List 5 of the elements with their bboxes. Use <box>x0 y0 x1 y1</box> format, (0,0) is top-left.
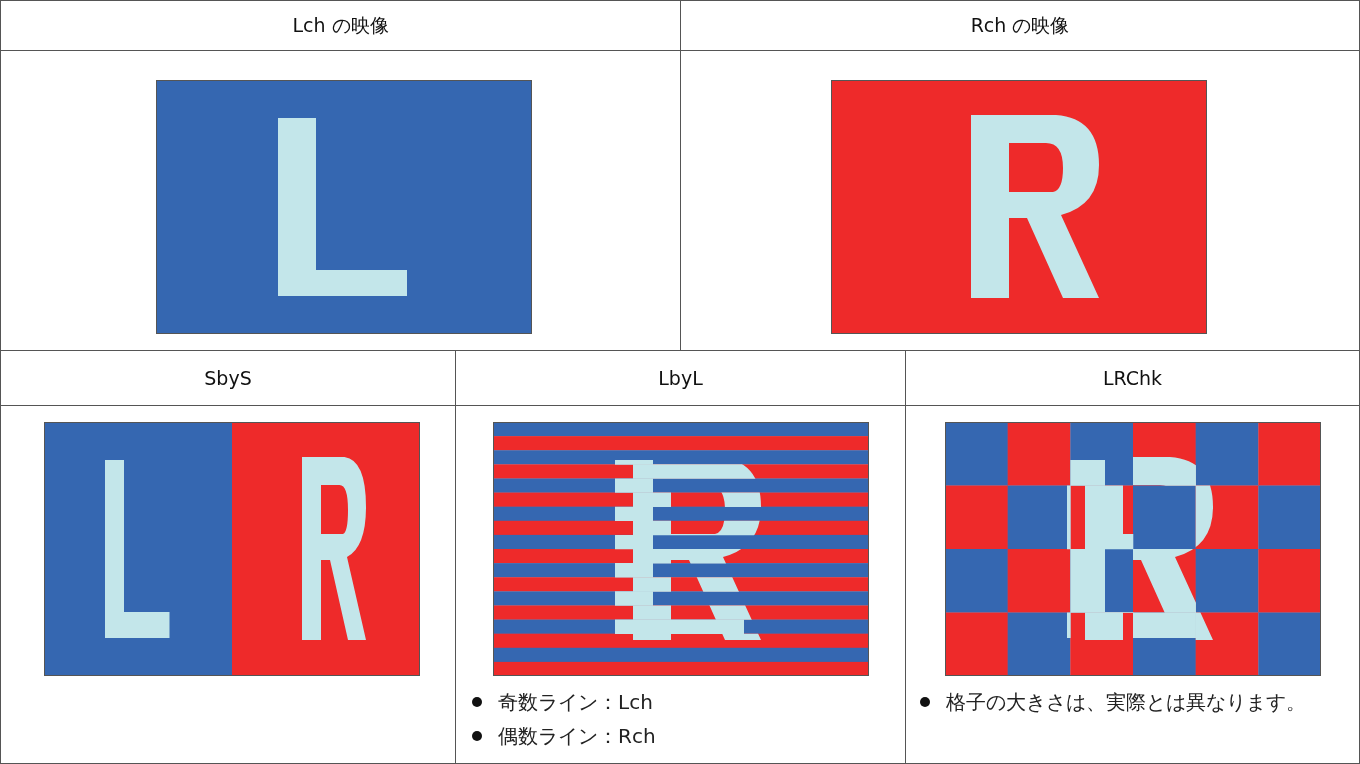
note-text: 偶数ライン：Rch <box>498 723 656 750</box>
column-header: Rch の映像 <box>680 0 1360 51</box>
note-text: 奇数ライン：Lch <box>498 689 653 716</box>
column-header: Lch の映像 <box>0 0 681 51</box>
note-text: 格子の大きさは、実際とは異なります。 <box>946 689 1306 716</box>
